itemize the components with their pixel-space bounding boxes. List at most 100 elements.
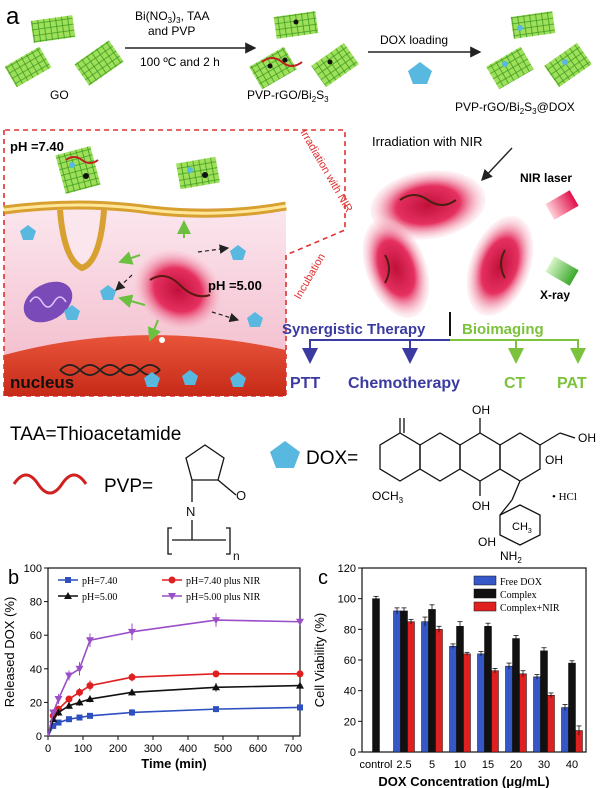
pvp-rgo-sheets bbox=[249, 11, 359, 90]
legend-marker bbox=[168, 593, 176, 600]
dox-label: DOX= bbox=[306, 448, 358, 469]
bar bbox=[512, 638, 520, 753]
data-point bbox=[86, 682, 94, 690]
bar bbox=[428, 609, 436, 753]
bar bbox=[533, 676, 541, 753]
data-point bbox=[86, 695, 94, 703]
x-tick-label: 100 bbox=[74, 743, 92, 755]
legend-marker bbox=[65, 577, 71, 583]
bar bbox=[477, 653, 485, 753]
x-axis-label: DOX Concentration (μg/mL) bbox=[378, 774, 549, 788]
data-point bbox=[55, 719, 62, 726]
data-point bbox=[213, 706, 219, 713]
bar bbox=[519, 673, 527, 753]
legend-swatch bbox=[473, 601, 497, 612]
plot-frame bbox=[47, 567, 301, 737]
series-line bbox=[47, 706, 301, 737]
data-point bbox=[76, 688, 83, 696]
legend-label: pH=7.40 plus NIR bbox=[186, 576, 261, 587]
data-point bbox=[128, 628, 136, 636]
svg-text:N: N bbox=[186, 504, 195, 519]
data-point bbox=[128, 673, 136, 681]
bar bbox=[463, 653, 471, 753]
go-sheets bbox=[4, 15, 124, 88]
chemo-label: Chemotherapy bbox=[348, 375, 460, 392]
data-point bbox=[54, 708, 63, 716]
legend-label: pH=5.00 plus NIR bbox=[186, 592, 261, 603]
dox-oh-2: OH bbox=[545, 453, 563, 467]
reagents-line2: and PVP bbox=[148, 24, 195, 38]
y-tick-label: 60 bbox=[344, 655, 356, 667]
x-tick-label: 200 bbox=[109, 743, 127, 755]
svg-text:O: O bbox=[236, 488, 246, 503]
series-line bbox=[47, 619, 301, 737]
pat-label: PAT bbox=[557, 375, 587, 392]
reagents-line1: Bi(NO3)3, TAA bbox=[135, 9, 209, 25]
data-point bbox=[65, 672, 73, 680]
y-tick-label: 80 bbox=[30, 597, 42, 609]
cell-illustration bbox=[3, 129, 346, 397]
data-point bbox=[129, 709, 135, 716]
ct-label: CT bbox=[504, 375, 526, 392]
dox-ch3: CH3 bbox=[512, 521, 532, 535]
bar bbox=[540, 650, 548, 753]
y-tick-label: 0 bbox=[36, 731, 42, 743]
x-tick-label: 0 bbox=[45, 743, 51, 755]
taa-label: TAA=Thioacetamide bbox=[10, 424, 181, 445]
data-point bbox=[87, 712, 93, 719]
data-point bbox=[75, 698, 84, 706]
y-axis-label: Cell Viability (%) bbox=[312, 613, 327, 707]
dox-oh-3: OH bbox=[472, 499, 490, 513]
y-tick-label: 20 bbox=[30, 697, 42, 709]
dox-oh-4: OH bbox=[578, 431, 596, 445]
data-point bbox=[86, 637, 94, 645]
y-tick-label: 80 bbox=[344, 624, 356, 636]
x-tick-label: 5 bbox=[429, 759, 435, 771]
bar bbox=[568, 662, 576, 753]
x-tick-label: 15 bbox=[482, 759, 494, 771]
irradiation-diag-label: Irradiation with NIR bbox=[297, 128, 354, 215]
x-tick-label: 30 bbox=[538, 759, 550, 771]
x-tick-label: 2.5 bbox=[396, 759, 411, 771]
bar bbox=[372, 598, 380, 753]
data-point bbox=[66, 716, 72, 723]
x-tick-label: 20 bbox=[510, 759, 522, 771]
product2-label: PVP-rGO/Bi2S3@DOX bbox=[455, 100, 575, 116]
pvp-wave-icon bbox=[12, 473, 88, 495]
bar bbox=[456, 626, 464, 753]
pvp-label: PVP= bbox=[104, 476, 153, 497]
data-point bbox=[50, 722, 57, 729]
nir-irradiated-nps bbox=[362, 170, 534, 318]
data-point bbox=[296, 618, 304, 626]
legend-label: Complex bbox=[500, 590, 537, 601]
ph-intracellular-label: pH =5.00 bbox=[208, 278, 262, 293]
panel-b-label: b bbox=[8, 567, 19, 589]
bar bbox=[400, 610, 408, 753]
data-point bbox=[65, 701, 73, 709]
legend-marker bbox=[168, 576, 176, 584]
data-point bbox=[76, 714, 83, 721]
series-line bbox=[47, 673, 300, 737]
irradiation-arrow bbox=[481, 147, 513, 182]
y-tick-label: 40 bbox=[30, 664, 42, 676]
panel-a: a GO Bi(NO3)3, TAA and PVP 100 ºC and 2 … bbox=[3, 3, 592, 397]
bar bbox=[505, 665, 513, 753]
y-tick-label: 40 bbox=[344, 686, 356, 698]
legend-label: pH=7.40 bbox=[82, 576, 117, 587]
y-tick-label: 20 bbox=[344, 716, 356, 728]
y-tick-label: 0 bbox=[350, 747, 356, 759]
dox-oh-5: OH bbox=[478, 535, 496, 549]
bioimaging-label: Bioimaging bbox=[462, 321, 544, 338]
go-label: GO bbox=[50, 88, 69, 102]
legend-label: Complex+NIR bbox=[500, 603, 560, 614]
y-tick-label: 100 bbox=[338, 594, 356, 606]
bar bbox=[407, 621, 415, 753]
data-point bbox=[54, 696, 63, 704]
x-tick-label: 700 bbox=[284, 743, 302, 755]
incubation-label: Incubation bbox=[292, 252, 328, 302]
ph-extracellular-label: pH =7.40 bbox=[10, 139, 64, 154]
dox-pentagon-icon bbox=[408, 62, 432, 84]
